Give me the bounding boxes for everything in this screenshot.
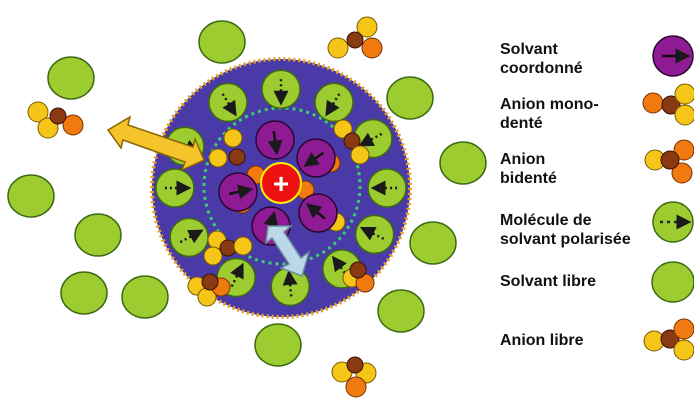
anion-atom [229,149,245,165]
coordinated-solvent-molecule [299,194,337,232]
free-solvent-molecule [199,21,245,63]
polarized-solvent-icon [653,202,693,242]
free-anion-cluster [28,102,83,138]
polarized-solvent-molecule [356,215,394,253]
bidentate-anion-icon [645,140,694,183]
free-anion-cluster [328,17,382,58]
free-solvent-molecule [410,222,456,264]
anion-atom [209,149,227,167]
free-solvent-molecule [378,290,424,332]
monodentate-anion-icon [643,84,694,125]
free-solvent-molecule [440,142,486,184]
polarized-solvent-molecule [262,70,300,108]
anion-atom [350,262,366,278]
polarized-solvent-molecule [315,83,353,121]
coordinated-solvent-molecule [297,139,335,177]
coordinated-solvent-molecule [256,121,294,159]
central-cation: + [261,163,301,203]
free-solvent-molecule [48,57,94,99]
free-solvent-molecule [255,324,301,366]
cation-charge-symbol: + [273,168,289,199]
coordinated-solvent-icon [653,36,693,76]
free-anion-cluster [332,357,376,397]
legend-label-molecule-polarisee: Molécule de solvant polarisée [500,211,631,249]
legend-label-anion-libre: Anion libre [500,331,584,350]
anion-atom [346,377,366,397]
legend-label-solvant-libre: Solvant libre [500,272,596,291]
free-solvent-icon [652,262,694,302]
free-solvent-molecule [8,175,54,217]
polarized-solvent-molecule [368,169,406,207]
free-solvent-molecule [75,214,121,256]
anion-atom [234,237,252,255]
legend-label-anion-monodente: Anion mono- denté [500,95,599,133]
legend-label-anion-bidente: Anion bidenté [500,150,557,188]
anion-atom [328,38,348,58]
anion-atom [362,38,382,58]
legend-icons [643,36,694,360]
polarized-solvent-molecule [156,169,194,207]
polarized-solvent-molecule [170,218,208,256]
anion-atom [204,247,222,265]
free-solvent-molecule [122,276,168,318]
free-anion-icon [644,319,694,360]
anion-atom [224,129,242,147]
anion-atom [220,240,236,256]
coordinated-solvent-molecule [219,173,257,211]
free-solvent-molecule [61,272,107,314]
anion-atom [202,274,218,290]
polarized-solvent-molecule [209,83,247,121]
legend-label-solvant-coordonne: Solvant coordonné [500,40,583,78]
free-solvent-molecule [387,77,433,119]
anion-atom [347,32,363,48]
anion-atom [50,108,66,124]
anion-atom [347,357,363,373]
anion-atom [351,146,369,164]
